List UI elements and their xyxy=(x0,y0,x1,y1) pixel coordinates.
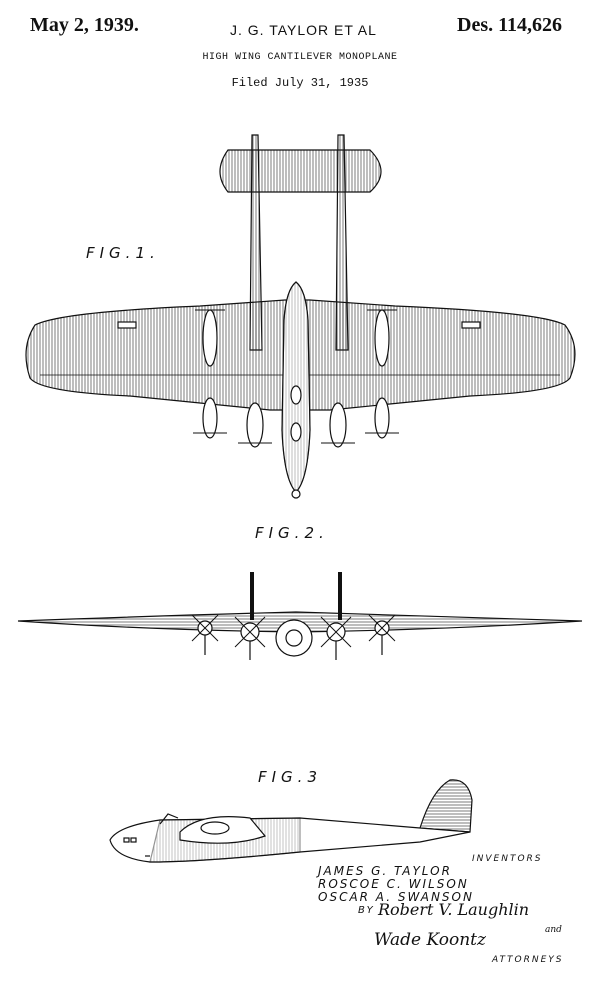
attorney-signature-1: Robert V. Laughlin xyxy=(378,900,530,919)
inventor-name-2: ROSCOE C. WILSON xyxy=(318,877,469,891)
inventor-name-3: OSCAR A. SWANSON xyxy=(318,890,474,904)
fig1-label: FIG.1. xyxy=(86,244,160,262)
and-label: and xyxy=(545,925,562,935)
attorney-signature-2: Wade Koontz xyxy=(374,930,486,950)
fig3-side-view xyxy=(109,779,473,863)
fig2-fuselage xyxy=(275,619,313,657)
inventors-label: INVENTORS xyxy=(472,854,543,864)
fig1-propellers xyxy=(193,309,399,444)
inventor-name-1: JAMES G. TAYLOR xyxy=(318,864,452,878)
fig3-tail-fin xyxy=(419,779,473,833)
inventor-header: J. G. TAYLOR ET AL xyxy=(230,22,377,38)
fig1-stabilizer xyxy=(219,149,382,193)
fig3-label: FIG.3 xyxy=(258,768,322,786)
fig1-top-view xyxy=(25,134,576,499)
fig2-propellers xyxy=(191,614,396,648)
fig2-front-view xyxy=(17,572,583,660)
filed-date: Filed July 31, 1935 xyxy=(231,76,369,90)
design-number: Des. 114,626 xyxy=(457,14,562,36)
patent-date: May 2, 1939. xyxy=(30,14,139,36)
attorneys-label: ATTORNEYS xyxy=(492,955,564,965)
by-label: BY xyxy=(358,905,375,916)
patent-title: HIGH WING CANTILEVER MONOPLANE xyxy=(202,52,398,63)
fig2-label: FIG.2. xyxy=(255,524,329,542)
fig1-nacelles xyxy=(202,309,390,448)
